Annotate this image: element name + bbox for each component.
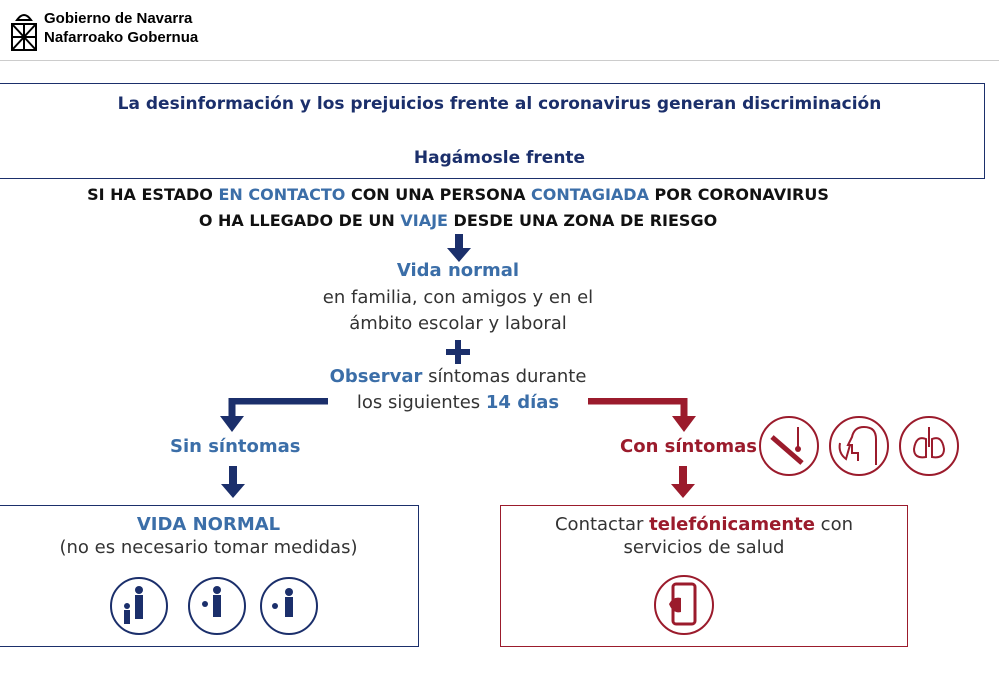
vida-line2: ámbito escolar y laboral: [349, 313, 567, 334]
family-icons: [110, 577, 318, 635]
banner-title: La desinformación y los prejuicios frent…: [117, 94, 882, 114]
arrow-down-sin-icon: [221, 466, 245, 498]
con-sintomas-label: Con síntomas: [620, 436, 757, 457]
arrow-right-branch-icon: [588, 398, 696, 432]
observe-line2: los siguientes 14 días: [356, 392, 560, 413]
banner-subtitle: Hagámosle frente: [413, 148, 586, 168]
arrow-left-branch-icon: [220, 398, 328, 432]
lungs-icon: [899, 416, 959, 476]
plus-icon: [446, 340, 470, 364]
sin-text: (no es necesario tomar medidas): [59, 537, 358, 558]
logo-line2: Nafarroako Gobernua: [44, 29, 199, 46]
vida-title: Vida normal: [396, 260, 520, 281]
banner-box: [0, 83, 985, 179]
phone-icon: [654, 575, 714, 635]
observe-line1: Observar síntomas durante: [329, 366, 587, 387]
con-result-box: Contactar telefónicamente con servicios …: [500, 505, 908, 647]
sin-result-box: VIDA NORMAL (no es necesario tomar medid…: [0, 505, 419, 647]
thermometer-icon: [759, 416, 819, 476]
cough-icon: [829, 416, 889, 476]
vida-line1: en familia, con amigos y en el: [322, 287, 594, 308]
header-divider: [0, 60, 999, 61]
intro-line1: SI HA ESTADO EN CONTACTO CON UNA PERSONA…: [87, 185, 829, 204]
arrow-down-con-icon: [671, 466, 695, 498]
sin-title: VIDA NORMAL: [136, 514, 281, 535]
con-line1: Contactar telefónicamente con: [554, 514, 853, 535]
logo-line1: Gobierno de Navarra: [44, 10, 193, 27]
intro-line2: O HA LLEGADO DE UN VIAJE DESDE UNA ZONA …: [198, 211, 718, 230]
sin-sintomas-label: Sin síntomas: [170, 436, 301, 457]
arrow-down-icon: [447, 234, 471, 262]
con-line2: servicios de salud: [623, 537, 785, 558]
navarra-logo-icon: [11, 14, 37, 51]
